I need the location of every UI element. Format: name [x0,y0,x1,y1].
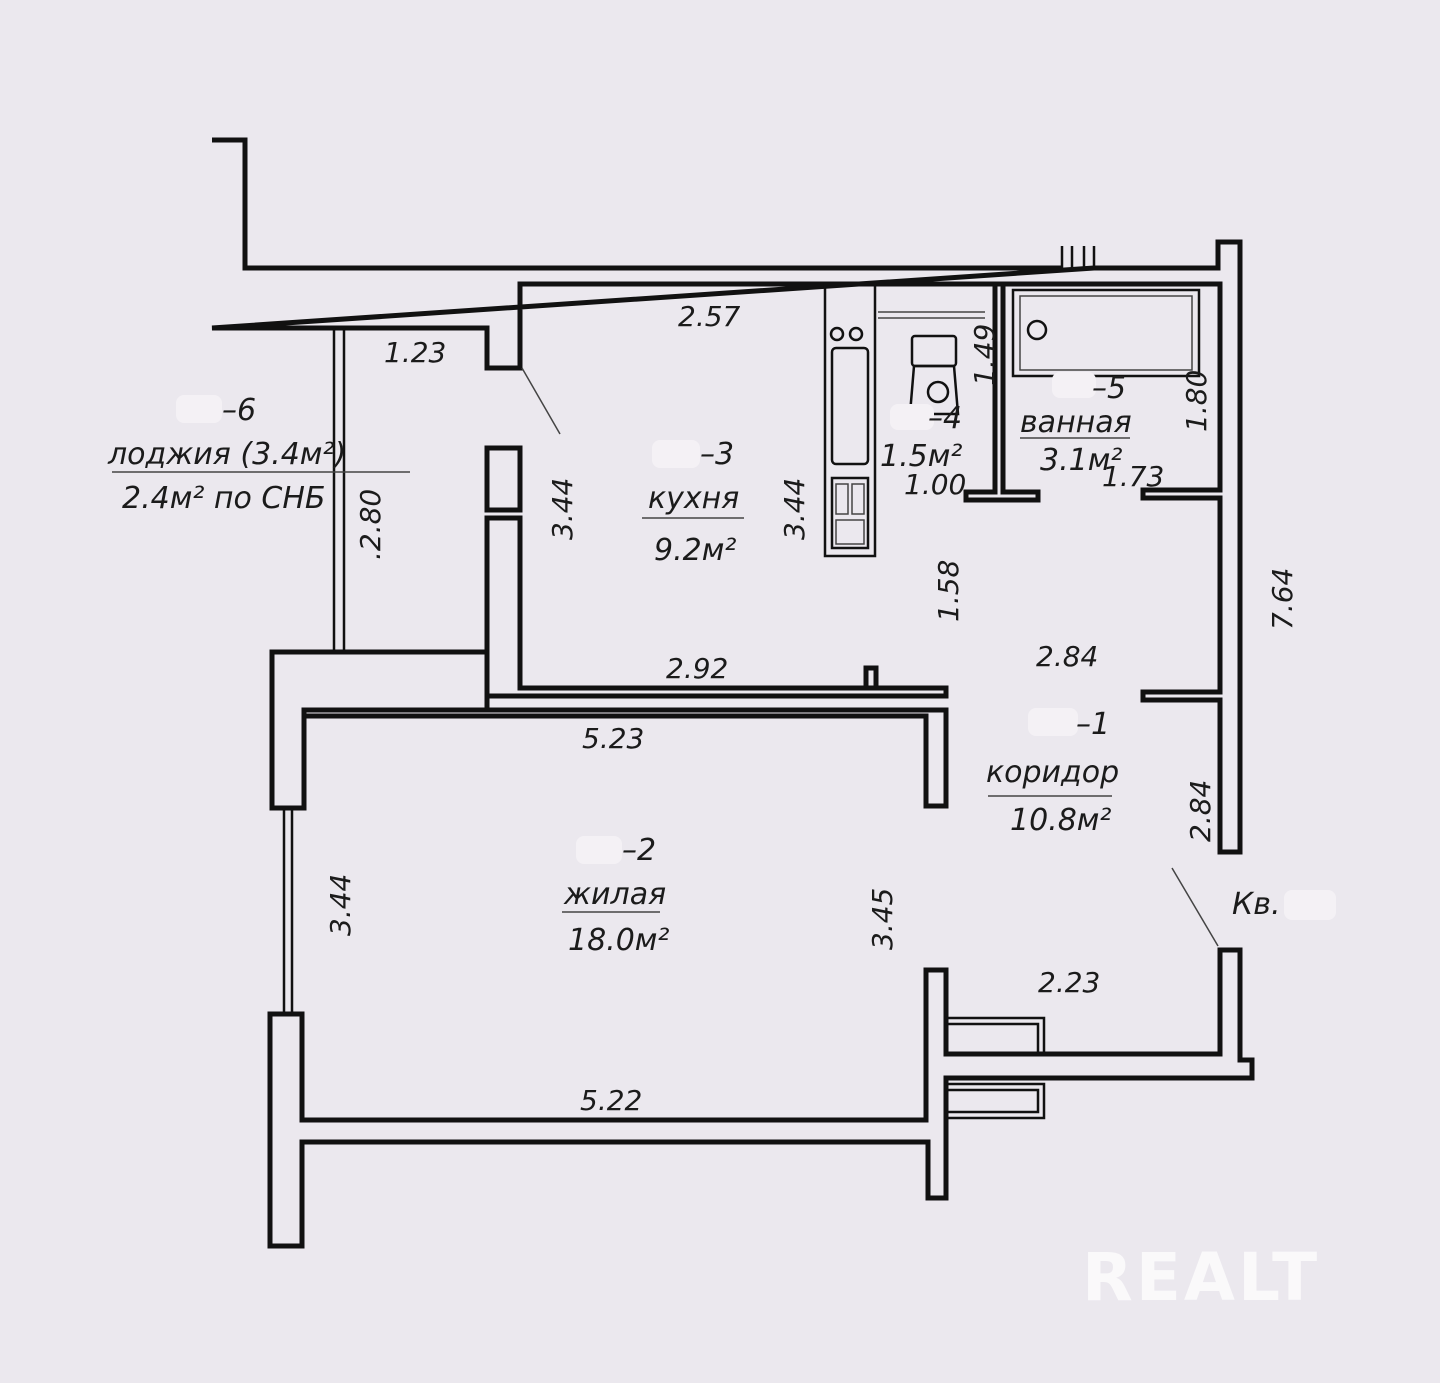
living-left-lower-wall [267,947,1255,1249]
redaction-mask [890,404,934,430]
bathroom-area: 3.1м² [1040,443,1122,478]
living-window [282,808,294,1014]
dim-loggia-top: 1.23 [384,336,446,369]
stove-icon [830,476,870,550]
living-door-jamb [301,707,949,809]
living-top-wall [269,649,490,811]
kitchen-counter [823,282,877,558]
corridor-name: коридор [986,755,1119,790]
dim-bath-height: 1.80 [1180,370,1213,432]
dimension-labels: 2.57 1.23 2.92 1.00 1.73 2.84 5.23 2.23 … [324,300,1299,1117]
dim-corridor-mid: 1.58 [932,560,965,622]
dim-kitchen-right: 3.44 [778,478,811,540]
dim-hall-bottom: 2.23 [1038,966,1100,999]
toilet-bowl-icon [908,364,960,416]
loggia-name: лоджия (3.4м²) [107,437,346,472]
living-number: –2 [622,833,656,868]
dim-toilet-height: 1.49 [968,324,1001,386]
dim-corridor-lower: 2.84 [1184,780,1217,842]
corridor-number: –1 [1076,707,1110,742]
redaction-mask [1284,890,1336,920]
balcony-steps [946,1016,1046,1120]
bathtub-drain-icon [1026,319,1048,341]
room-labels: –6 лоджия (3.4м²) 2.4м² по СНБ –3 кухня … [107,371,1281,958]
bathtub-inner-icon [1019,295,1193,371]
bathroom-name: ванная [1020,405,1132,440]
dim-corridor-width: 2.84 [1036,640,1098,673]
loggia-number: –6 [222,393,256,428]
sink-icon [830,346,870,466]
kitchen-area: 9.2м² [654,533,736,568]
walls [211,137,1255,1249]
redaction-mask [1028,708,1078,736]
exterior-wall-top [211,137,1243,855]
redaction-mask [576,836,622,864]
toilet-tank-icon [910,334,958,368]
watermark-logo: REALT [1082,1239,1320,1316]
leader-line-apartment [1171,867,1219,947]
sink-drain-icon [829,326,845,342]
fixtures [112,282,1219,947]
leader-line-loggia [521,367,561,435]
dim-kitchen-left: 3.44 [546,478,579,540]
kitchen-name: кухня [648,481,739,516]
redaction-mask [176,395,222,423]
dim-kitchen-bottom: 2.92 [666,652,728,685]
dim-living-left: 3.44 [324,874,357,936]
toilet-area: 1.5м² [880,439,962,474]
redaction-mask [1052,372,1096,398]
bathroom-number: –5 [1092,371,1126,406]
dim-living-right: 3.45 [866,888,899,950]
stove-burner-icon-2 [851,483,865,515]
dim-living-bottom: 5.22 [580,1084,642,1117]
kitchen-stub [863,665,879,691]
loggia-window [332,328,346,652]
vent-mark [1060,246,1096,268]
stove-burner-icon-3 [835,519,865,545]
living-name: жилая [563,877,666,912]
living-area: 18.0м² [568,923,669,958]
redaction-mask [652,440,700,468]
dim-overall-right: 7.64 [1266,568,1299,630]
toilet-number: –4 [928,401,962,436]
toilet-pipe [878,311,985,319]
corridor-area: 10.8м² [1010,803,1111,838]
dim-kitchen-top: 2.57 [678,300,741,333]
dim-toilet-width: 1.00 [904,468,966,501]
apartment-label: Кв. [1232,887,1281,922]
dim-loggia-side: .2.80 [354,489,387,560]
toilet-seat-icon [926,380,950,404]
kitchen-number: –3 [700,437,734,472]
loggia-area-snb: 2.4м² по СНБ [122,481,326,516]
stove-burner-icon [835,483,849,515]
redaction-masks [176,372,1336,920]
bathtub-icon [1011,288,1201,378]
dim-living-top: 5.23 [582,722,644,755]
sink-drain-icon-2 [848,326,864,342]
toilet-left-wall [963,281,1041,503]
dim-bath-width: 1.73 [1102,460,1164,493]
kitchen-left-wall [484,445,523,513]
